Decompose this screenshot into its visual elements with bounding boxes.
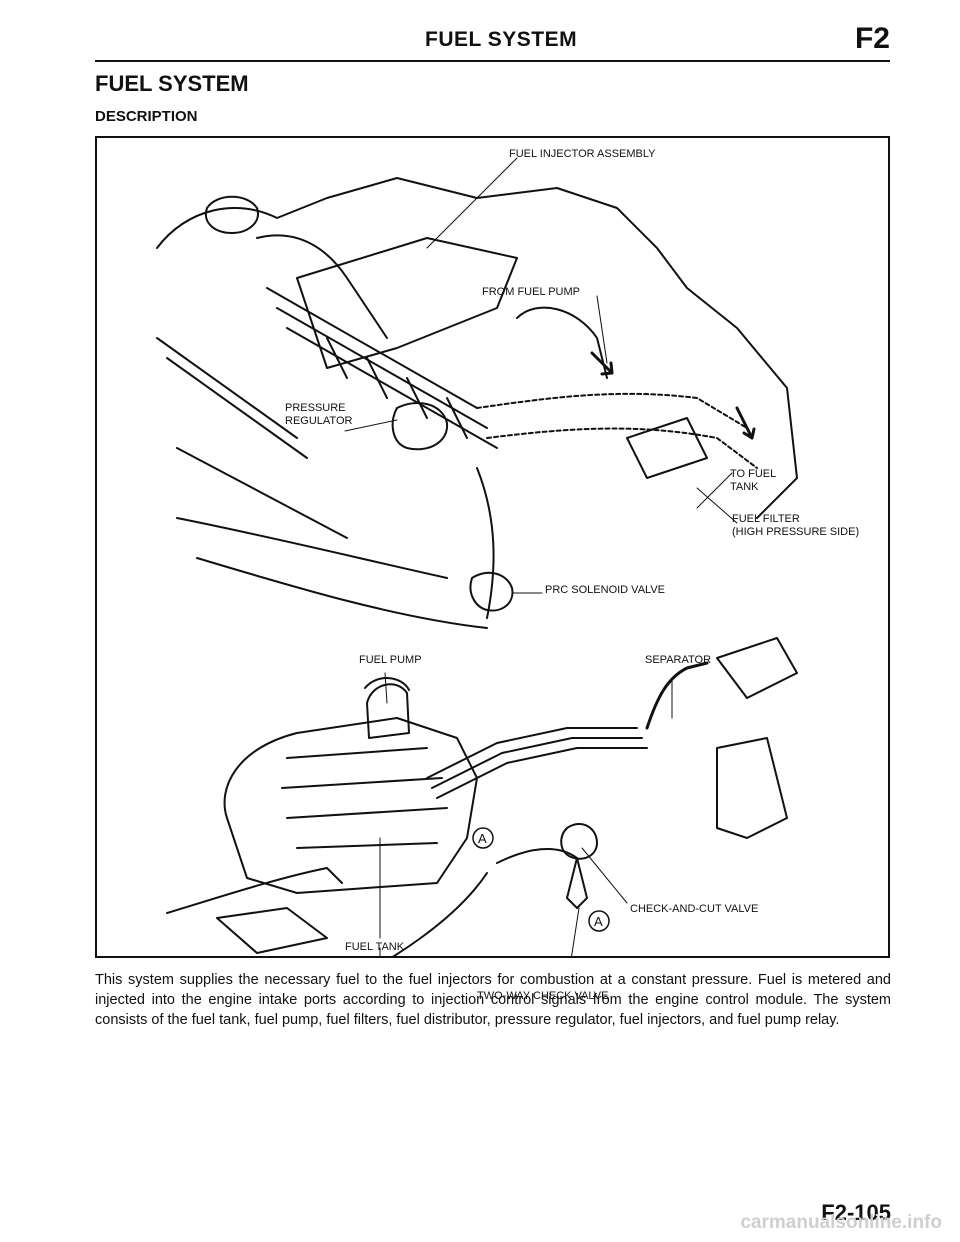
intake-manifold: [296, 237, 518, 369]
subsection-title: DESCRIPTION: [95, 108, 198, 125]
canister-bracket: [716, 737, 788, 839]
header-section-code: F2: [854, 22, 890, 55]
engine-lower-contour: [176, 517, 488, 629]
callout-two-way-check-valve-visible: TWO-WAY CHECK VALVE: [477, 990, 609, 1002]
tank-strap-right: [392, 872, 488, 956]
leader-filter: [696, 487, 738, 524]
page-header: FUEL SYSTEM F2: [95, 22, 890, 62]
fuel-filter: [626, 417, 708, 479]
callout-fuel-pump: FUEL PUMP: [359, 654, 422, 666]
description-paragraph: This system supplies the necessary fuel …: [95, 972, 891, 1028]
callout-from-fuel-pump: FROM FUEL PUMP: [482, 286, 580, 298]
marker-a-1: A: [478, 831, 487, 846]
leader-regulator: [344, 419, 398, 432]
fuel-tank-body: [223, 717, 478, 894]
fuel-pump-cap: [364, 677, 410, 691]
leader-from-pump: [596, 295, 608, 364]
engine-outline: [156, 177, 798, 519]
vent-hose: [496, 847, 578, 864]
upper-engine-lines: [156, 337, 348, 539]
callout-fuel-injector-assembly: FUEL INJECTOR ASSEMBLY: [509, 148, 656, 160]
callout-separator: SEPARATOR: [645, 654, 712, 666]
callout-fuel-tank: FUEL TANK: [345, 941, 405, 953]
fuel-flow-arrow-1: [590, 351, 614, 376]
fuel-lines-tank: [426, 727, 648, 799]
marker-a-2: A: [594, 914, 603, 929]
from-pump-line: [516, 306, 608, 379]
callout-pressure-regulator: PRESSURE REGULATOR: [285, 402, 353, 427]
section-title: FUEL SYSTEM: [95, 71, 249, 96]
page-number: F2-105: [821, 1200, 891, 1225]
fuel-line-to-filter: [476, 392, 748, 429]
header-title: FUEL SYSTEM: [425, 28, 578, 51]
fuel-flow-arrow-2: [735, 406, 756, 440]
fuel-system-figure: A A FUEL INJECTOR ASSEMBLY FROM FUEL PUM…: [95, 136, 890, 1002]
tank-strap-left: [166, 867, 343, 914]
marker-a-circle-1: [472, 827, 494, 849]
fuel-return-line: [486, 427, 758, 469]
heat-shield: [216, 907, 328, 954]
callout-prc-solenoid-valve: PRC SOLENOID VALVE: [545, 584, 666, 596]
callout-check-and-cut-valve: CHECK-AND-CUT VALVE: [630, 903, 759, 915]
callout-to-fuel-tank: TO FUEL TANK: [730, 468, 777, 493]
leader-to-tank: [696, 472, 733, 509]
fuel-tank-ribs: [281, 747, 448, 849]
leader-injector: [426, 157, 518, 249]
vacuum-hose: [476, 467, 495, 619]
watermark: carmanualsonline.info: [740, 1212, 942, 1233]
prc-solenoid-valve: [469, 571, 514, 612]
separator-tube: [645, 661, 709, 730]
leader-two-way: [571, 907, 580, 956]
leader-pump: [384, 672, 388, 704]
separator-bracket: [716, 637, 798, 699]
leader-check-cut: [581, 847, 628, 904]
radiator-cap: [204, 195, 259, 234]
fuel-pump-unit: [366, 683, 410, 739]
fuel-system-illustration: A A: [156, 157, 798, 956]
check-and-cut-valve-shape: [560, 823, 598, 860]
coolant-hose: [256, 234, 388, 339]
marker-a-circle-2: [588, 910, 610, 932]
callout-fuel-filter: FUEL FILTER (HIGH PRESSURE SIDE): [732, 513, 860, 538]
pressure-regulator-shape: [391, 402, 449, 451]
injector-row: [326, 337, 468, 439]
two-way-check-valve-shape: [566, 857, 588, 909]
